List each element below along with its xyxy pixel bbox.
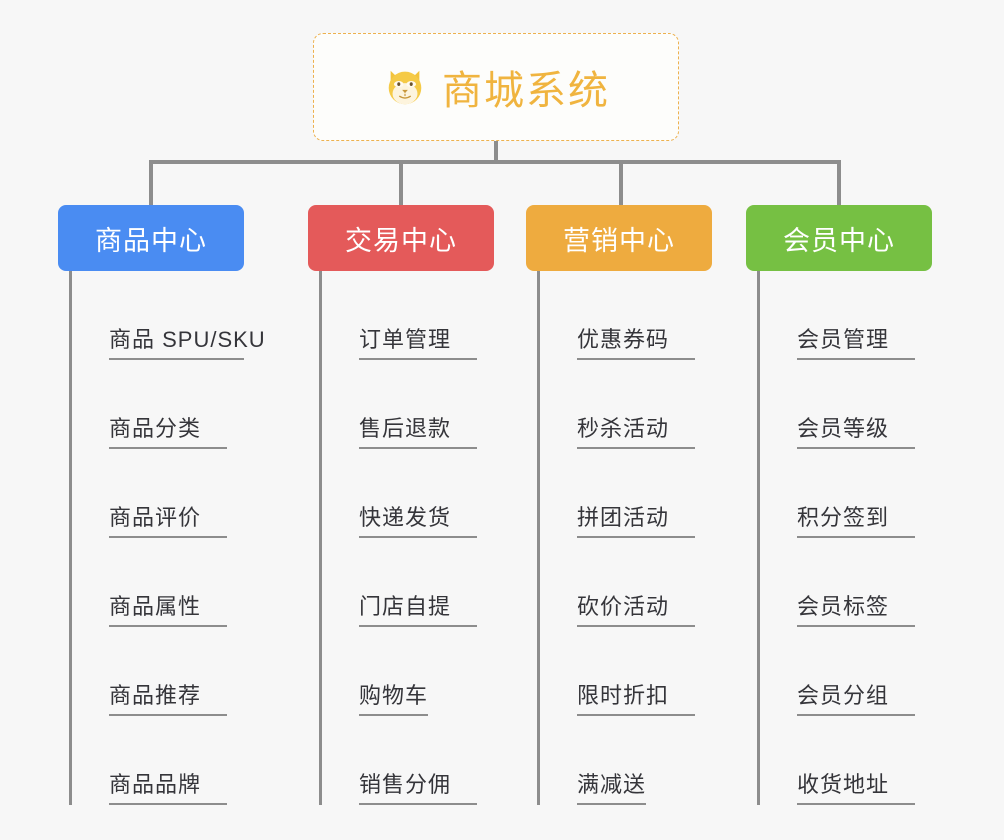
connector-drop-2: [399, 160, 403, 208]
leaf-label: 购物车: [359, 678, 429, 716]
leaf-label: 限时折扣: [577, 678, 695, 716]
leaf-item[interactable]: 购物车: [324, 627, 494, 716]
leaf-item[interactable]: 优惠券码: [542, 271, 712, 360]
branch-column-4: 会员中心 会员管理 会员等级 积分签到 会员标签 会员分组 收货地址: [746, 205, 932, 805]
connector-drop-3: [619, 160, 623, 208]
leaf-label: 快递发货: [359, 500, 477, 538]
branch-spine-4: 会员管理 会员等级 积分签到 会员标签 会员分组 收货地址: [757, 271, 932, 805]
leaf-label: 会员标签: [797, 589, 915, 627]
leaf-label: 秒杀活动: [577, 411, 695, 449]
leaf-label: 销售分佣: [359, 767, 477, 805]
leaf-label: 商品推荐: [109, 678, 227, 716]
leaf-item[interactable]: 会员管理: [762, 271, 932, 360]
leaf-item[interactable]: 销售分佣: [324, 716, 494, 805]
leaf-label: 会员等级: [797, 411, 915, 449]
leaf-item[interactable]: 商品品牌: [74, 716, 244, 805]
category-header-label: 交易中心: [345, 225, 457, 256]
leaf-label: 砍价活动: [577, 589, 695, 627]
connector-horizontal-bus: [149, 160, 841, 164]
category-header-label: 商品中心: [95, 225, 207, 256]
branch-column-1: 商品中心 商品 SPU/SKU 商品分类 商品评价 商品属性 商品推荐 商品品牌: [58, 205, 265, 805]
leaf-label: 积分签到: [797, 500, 915, 538]
category-header-label: 会员中心: [783, 225, 895, 256]
leaf-item[interactable]: 门店自提: [324, 538, 494, 627]
leaf-item[interactable]: 积分签到: [762, 449, 932, 538]
category-header-trade-center[interactable]: 交易中心: [308, 205, 494, 271]
leaf-label: 收货地址: [797, 767, 915, 805]
leaf-item[interactable]: 商品属性: [74, 538, 244, 627]
connector-drop-4: [837, 160, 841, 208]
leaf-item[interactable]: 商品 SPU/SKU: [74, 271, 265, 360]
branch-spine-3: 优惠券码 秒杀活动 拼团活动 砍价活动 限时折扣 满减送: [537, 271, 712, 805]
leaf-item[interactable]: 秒杀活动: [542, 360, 712, 449]
category-header-product-center[interactable]: 商品中心: [58, 205, 244, 271]
leaf-label: 拼团活动: [577, 500, 695, 538]
root-node-shopping-mall-system[interactable]: 商城系统: [313, 33, 679, 141]
category-header-label: 营销中心: [563, 225, 675, 256]
leaf-item[interactable]: 收货地址: [762, 716, 932, 805]
leaf-label: 商品品牌: [109, 767, 227, 805]
leaf-item[interactable]: 会员标签: [762, 538, 932, 627]
leaf-label: 售后退款: [359, 411, 477, 449]
leaf-item[interactable]: 商品推荐: [74, 627, 244, 716]
leaf-item[interactable]: 商品分类: [74, 360, 244, 449]
leaf-label: 商品 SPU/SKU: [109, 322, 265, 360]
category-header-marketing-center[interactable]: 营销中心: [526, 205, 712, 271]
leaf-label: 订单管理: [359, 322, 477, 360]
branch-spine-1: 商品 SPU/SKU 商品分类 商品评价 商品属性 商品推荐 商品品牌: [69, 271, 265, 805]
leaf-label: 商品分类: [109, 411, 227, 449]
branch-spine-2: 订单管理 售后退款 快递发货 门店自提 购物车 销售分佣: [319, 271, 494, 805]
root-title: 商城系统: [442, 69, 610, 113]
leaf-item[interactable]: 会员分组: [762, 627, 932, 716]
leaf-label: 商品评价: [109, 500, 227, 538]
connector-root-stem: [494, 141, 498, 163]
category-header-member-center[interactable]: 会员中心: [746, 205, 932, 271]
leaf-item[interactable]: 会员等级: [762, 360, 932, 449]
connector-drop-1: [149, 160, 153, 208]
leaf-label: 商品属性: [109, 589, 227, 627]
leaf-label: 门店自提: [359, 589, 477, 627]
leaf-item[interactable]: 订单管理: [324, 271, 494, 360]
dog-face-icon: [382, 64, 428, 110]
leaf-label: 满减送: [577, 767, 647, 805]
leaf-label: 会员分组: [797, 678, 915, 716]
leaf-item[interactable]: 售后退款: [324, 360, 494, 449]
leaf-item[interactable]: 满减送: [542, 716, 712, 805]
branch-column-2: 交易中心 订单管理 售后退款 快递发货 门店自提 购物车 销售分佣: [308, 205, 494, 805]
leaf-item[interactable]: 限时折扣: [542, 627, 712, 716]
branch-column-3: 营销中心 优惠券码 秒杀活动 拼团活动 砍价活动 限时折扣 满减送: [526, 205, 712, 805]
leaf-item[interactable]: 商品评价: [74, 449, 244, 538]
leaf-item[interactable]: 快递发货: [324, 449, 494, 538]
leaf-item[interactable]: 拼团活动: [542, 449, 712, 538]
leaf-label: 会员管理: [797, 322, 915, 360]
leaf-label: 优惠券码: [577, 322, 695, 360]
leaf-item[interactable]: 砍价活动: [542, 538, 712, 627]
